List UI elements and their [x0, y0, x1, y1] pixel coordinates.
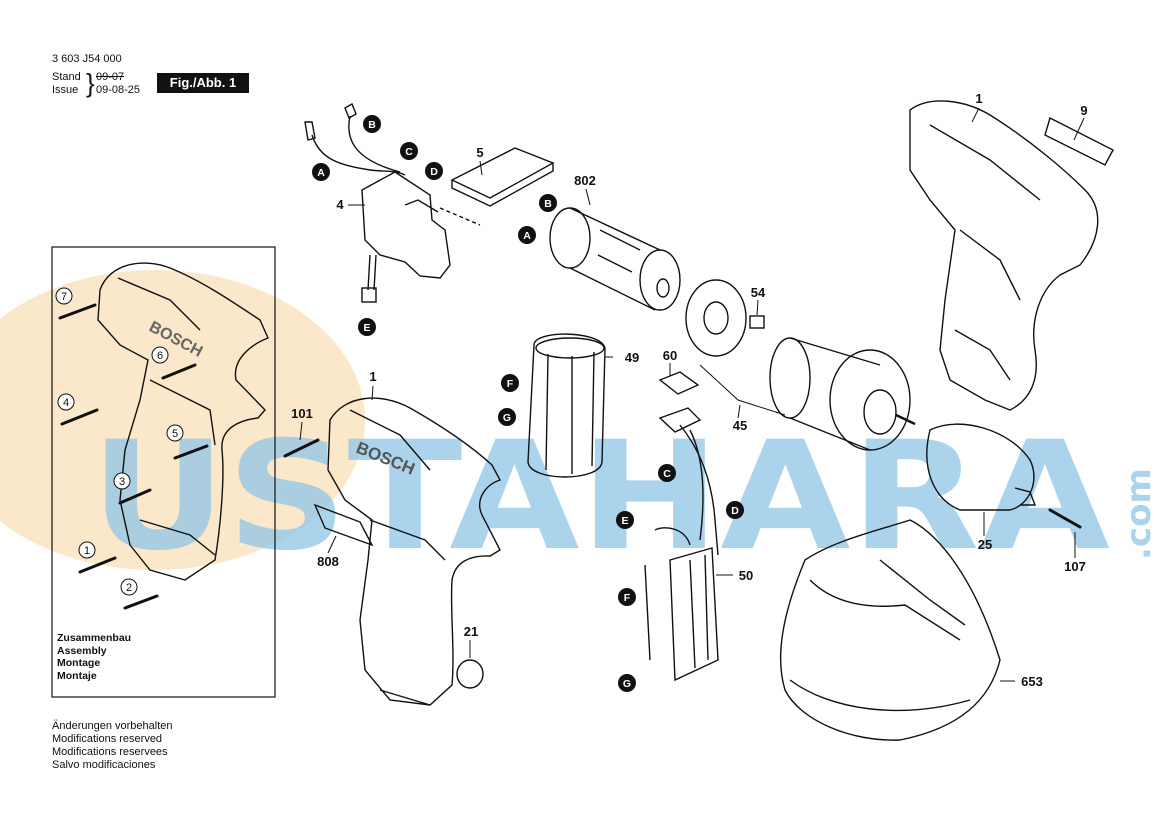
- note-fr: Modifications reservees: [52, 746, 168, 758]
- leader-lines: [299, 107, 1085, 682]
- watermark-text: USTAHARA: [90, 410, 1110, 584]
- plug-21: [456, 659, 484, 689]
- part-number-45: 45: [733, 418, 747, 433]
- inset-screws: [58, 303, 209, 610]
- inset-housing: [97, 262, 269, 581]
- part-number-25: 25: [978, 537, 992, 552]
- part-number-5: 5: [476, 145, 483, 160]
- inset-label-es: Montaje: [57, 669, 97, 682]
- part-number-802: 802: [574, 173, 596, 188]
- part-number-54: 54: [751, 285, 766, 300]
- part-number-49: 49: [625, 350, 639, 365]
- part-number-21: 21: [464, 624, 478, 639]
- inset-frame: [51, 246, 276, 698]
- switch-assembly: [304, 102, 451, 303]
- connector-f-board: F: [624, 592, 631, 604]
- connector-c-board: C: [663, 468, 671, 480]
- connector-b-switch: B: [368, 119, 376, 131]
- connector-e-board: E: [621, 515, 628, 527]
- inset-callout-5: 5: [172, 428, 178, 440]
- inset-callout-7: 7: [61, 291, 67, 303]
- screw-6: [161, 363, 197, 380]
- part-number-101: 101: [291, 406, 313, 421]
- screw-7: [58, 303, 97, 320]
- charger-653: [779, 519, 1001, 741]
- gear-plate: [685, 279, 765, 357]
- connector-b-motor: B: [544, 198, 552, 210]
- inset-label-en: Assembly: [57, 644, 107, 657]
- figure-badge: Fig./Abb. 1: [157, 73, 249, 93]
- inset-callout-2: 2: [126, 582, 132, 594]
- inset-callout-4: 4: [63, 397, 69, 409]
- connector-d-board: D: [731, 505, 739, 517]
- part-number-9: 9: [1080, 103, 1087, 118]
- label-pad-9: [1044, 116, 1114, 166]
- battery-49: [527, 333, 606, 478]
- connector-g-board: G: [623, 678, 631, 690]
- part-number-50: 50: [739, 568, 753, 583]
- connector-e-switch: E: [363, 322, 370, 334]
- connector-a-switch: A: [317, 167, 325, 179]
- contact-60: [658, 371, 702, 433]
- note-de: Änderungen vorbehalten: [52, 720, 173, 732]
- part-number-107: 107: [1064, 559, 1086, 574]
- housing-half-left: [327, 397, 502, 706]
- screw-5: [173, 444, 209, 460]
- note-es: Salvo modificaciones: [52, 759, 156, 771]
- screw-1: [78, 556, 117, 574]
- connector-c-switch: C: [405, 146, 413, 158]
- inset-label-fr: Montage: [57, 657, 101, 669]
- gearbox-45: [699, 337, 916, 451]
- pin-54: [749, 315, 765, 329]
- note-en: Modifications reserved: [52, 733, 163, 745]
- connector-badges: [312, 115, 744, 692]
- watermark: USTAHARA .com: [0, 270, 1159, 584]
- stand-date: 09-07: [96, 71, 125, 83]
- watermark-suffix: .com: [1119, 468, 1159, 560]
- motor-802: [549, 207, 681, 311]
- brace-icon: }: [86, 68, 95, 98]
- part-number-60: 60: [663, 348, 677, 363]
- screw-2: [123, 594, 159, 610]
- connector-d-switch: D: [430, 166, 438, 178]
- issue-date: 09-08-25: [96, 84, 141, 96]
- inset-callout-3: 3: [119, 476, 125, 488]
- inset-callout-1: 1: [84, 545, 90, 557]
- part-number-808: 808: [317, 554, 339, 569]
- connector-g-battery: G: [503, 412, 511, 424]
- inset-label-de: Zusammenbau: [57, 632, 132, 644]
- screw-4: [60, 408, 99, 426]
- part-number-653: 653: [1021, 674, 1043, 689]
- chuck-25: [926, 423, 1037, 511]
- notes: Änderungen vorbehalten Modifications res…: [52, 720, 172, 772]
- inset-callouts: [55, 287, 184, 596]
- part-number-4: 4: [336, 197, 344, 212]
- part-number-1-left: 1: [369, 369, 376, 384]
- screw-107: [1048, 508, 1082, 529]
- issue-label: Issue: [52, 84, 79, 96]
- inset-label-group: Zusammenbau Assembly Montage Montaje: [57, 632, 131, 682]
- inset-callout-6: 6: [157, 350, 163, 362]
- stand-label: Stand: [52, 71, 81, 83]
- housing-half-right: [909, 100, 1099, 411]
- electronics-50: [644, 424, 719, 682]
- label-808: [313, 503, 374, 547]
- part-number-1-right: 1: [975, 91, 982, 106]
- screw-101: [283, 438, 320, 458]
- watermark-orange-swoosh: [0, 270, 365, 570]
- connector-f-battery: F: [507, 378, 514, 390]
- battery-pad-5: [439, 147, 555, 226]
- part-number: 3 603 J54 000: [52, 53, 122, 65]
- connector-a-motor: A: [523, 230, 531, 242]
- screw-3: [118, 488, 152, 505]
